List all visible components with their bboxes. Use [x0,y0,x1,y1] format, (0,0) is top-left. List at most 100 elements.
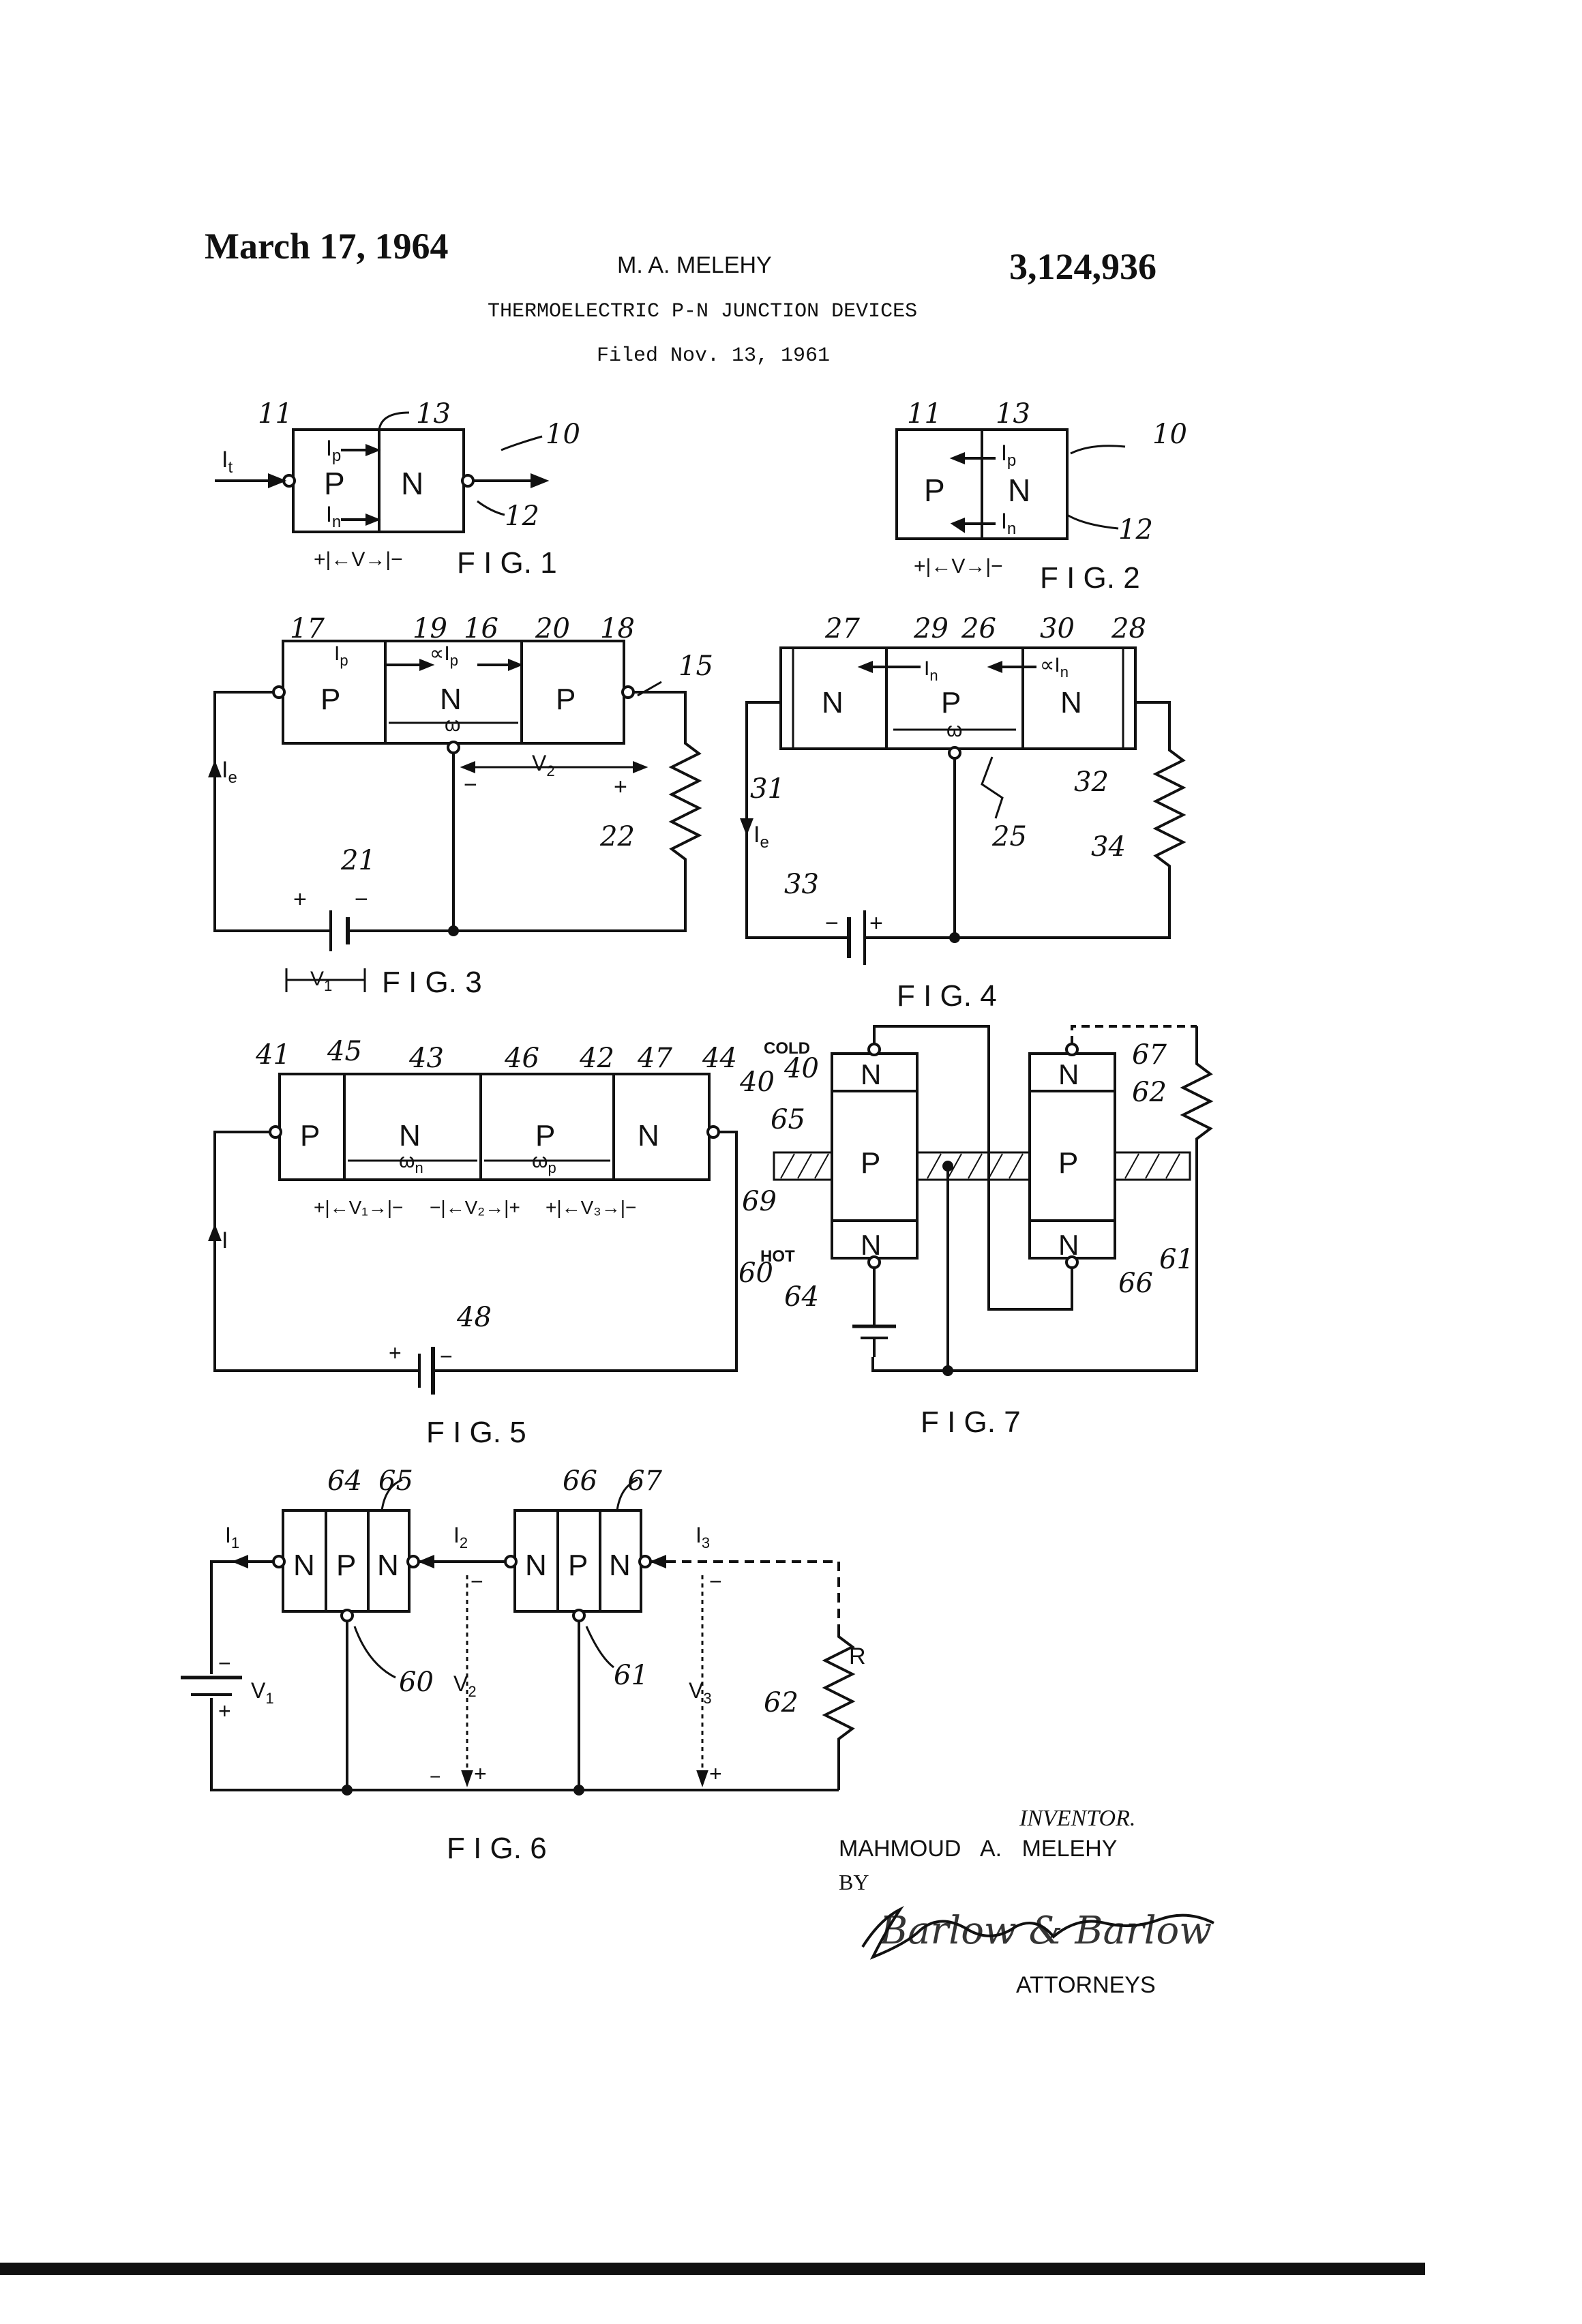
fig6-ref-64: 64 [327,1465,362,1497]
fig4-ref-31: 31 [750,773,785,805]
figure-5: P N P N ωn ωp +|←V₁→|− −|←V₂→|+ +|←V₃→|−… [210,1036,775,1449]
fig6-ground-minus: − [430,1766,441,1787]
fig6-ref-66: 66 [563,1465,597,1497]
fig1-in-label: In [326,502,341,531]
fig5-ref-43: 43 [408,1043,444,1074]
fig3-current-label: Ie [222,757,237,787]
fig2-ip-label: Ip [1001,441,1016,470]
fig3-region-p1: P [320,683,340,716]
fig6-dev2-p: P [568,1549,588,1582]
fig1-ref-12: 12 [505,501,539,532]
fig6-v1-label: V1 [251,1678,274,1707]
fig5-ref-47: 47 [637,1043,672,1074]
fig7-ref-61: 61 [1159,1244,1194,1275]
fig1-region-p: P [324,466,345,501]
fig6-r-label: R [849,1643,866,1669]
fig2-region-n: N [1008,473,1030,508]
fig6-battery-plus: + [218,1699,231,1723]
inventor-name: MAHMOUD A. MELEHY [839,1836,1117,1862]
fig7-ref-66: 66 [1118,1268,1153,1299]
fig5-ref-46: 46 [504,1043,539,1074]
fig4-ref-33: 33 [784,869,819,900]
fig3-ref-21: 21 [340,845,376,876]
fig1-ref-11: 11 [258,398,293,430]
fig5-ref-44: 44 [702,1043,737,1074]
fig6-ref-62: 62 [764,1687,799,1718]
fig5-current-label: I [222,1227,228,1253]
fig7-ref-64: 64 [784,1281,819,1313]
fig4-ref-29: 29 [913,613,949,644]
fig2-ref-12: 12 [1118,514,1153,546]
fig6-v3-plus: + [709,1761,722,1786]
fig6-dev1-n1: N [293,1549,315,1582]
fig2-voltage-label: +|←V→|− [914,555,1003,578]
fig5-v1-label: +|←V₁→|− [314,1197,403,1218]
fig6-battery-minus: − [218,1651,231,1675]
fig4-region-n1: N [822,686,844,719]
fig3-v2-plus: + [614,774,627,800]
fig7-ref-40: 40 [783,1053,819,1084]
fig7-right-n-bottom: N [1058,1229,1079,1261]
fig3-ref-17: 17 [290,613,325,644]
fig5-v3-label: +|←V₃→|− [546,1197,636,1218]
fig3-v2-minus: − [464,772,477,798]
fig6-i3-label: I3 [696,1523,710,1551]
fig4-ref-28: 28 [1111,613,1146,644]
fig1-region-n: N [401,466,423,501]
fig3-v2-label: V2 [532,751,555,779]
fig6-caption: F I G. 6 [447,1832,547,1865]
signature-text: Barlow & Barlow [879,1909,1212,1953]
fig5-region-n2: N [638,1119,659,1152]
fig5-v2-label: −|←V₂→|+ [430,1197,520,1218]
fig4-contact-32 [1123,648,1135,749]
fig7-ref-67: 67 [1132,1039,1167,1071]
fig3-ref-22: 22 [599,821,635,852]
fig1-ref-10: 10 [546,419,580,450]
fig6-ref-61: 61 [614,1660,648,1691]
fig4-ref-32: 32 [1074,766,1109,798]
fig2-ref-10: 10 [1152,419,1187,450]
figure-7: N P N N P N COLD HOT F I G. 7 40 65 69 6… [738,1026,1210,1439]
fig3-battery-minus: − [355,887,368,912]
fig6-dev2-n2: N [609,1549,631,1582]
fig3-ref-19: 19 [413,613,447,644]
fig7-left-p: P [861,1146,880,1180]
figure-3: P N P Ip ∝Ip ω Ie − V2 + + − V1 F I G. 3… [210,613,713,999]
fig6-i2-label: I2 [453,1523,468,1551]
figure-4: N P N In ∝In ω Ie − + F I G. 4 27 29 26 … [742,613,1183,1013]
fig6-dev2-n1: N [525,1549,547,1582]
fig3-region-n: N [440,683,462,716]
fig4-region-p: P [941,686,961,719]
fig4-width-label: ω [946,719,962,741]
fig5-battery-minus: − [440,1344,453,1369]
fig3-ip-label: Ip [334,642,348,669]
fig4-ref-27: 27 [824,613,860,644]
fig6-ref-67: 67 [627,1465,662,1497]
figure-2: Ip P N In +|←V→|− F I G. 2 11 13 10 12 [897,398,1187,595]
fig1-voltage-label: +|←V→|− [314,548,403,571]
fig5-wn-label: ωn [399,1150,423,1176]
fig5-ref-40: 40 [739,1067,775,1098]
fig7-right-p: P [1058,1146,1078,1180]
fig3-ref-16: 16 [464,613,498,644]
fig3-battery-plus: + [293,887,307,912]
fig6-v3-minus: − [709,1569,722,1594]
bottom-scan-border [0,2263,1425,2275]
fig5-region-p1: P [300,1119,320,1152]
fig6-dev1-n2: N [377,1549,399,1582]
fig3-region-p2: P [556,683,576,716]
fig4-current-label: Ie [753,822,769,852]
fig6-ref-65: 65 [378,1465,413,1497]
fig3-ref-20: 20 [535,613,570,644]
fig1-ref-13: 13 [416,398,451,430]
fig4-ref-25: 25 [991,821,1027,852]
fig7-caption: F I G. 7 [921,1405,1021,1439]
fig4-battery-plus: + [869,910,883,936]
fig5-battery-plus: + [389,1341,402,1365]
fig4-ref-26: 26 [961,613,996,644]
fig3-width-label: ω [445,713,460,736]
fig5-region-n1: N [399,1119,421,1152]
fig4-ref-30: 30 [1040,613,1075,644]
